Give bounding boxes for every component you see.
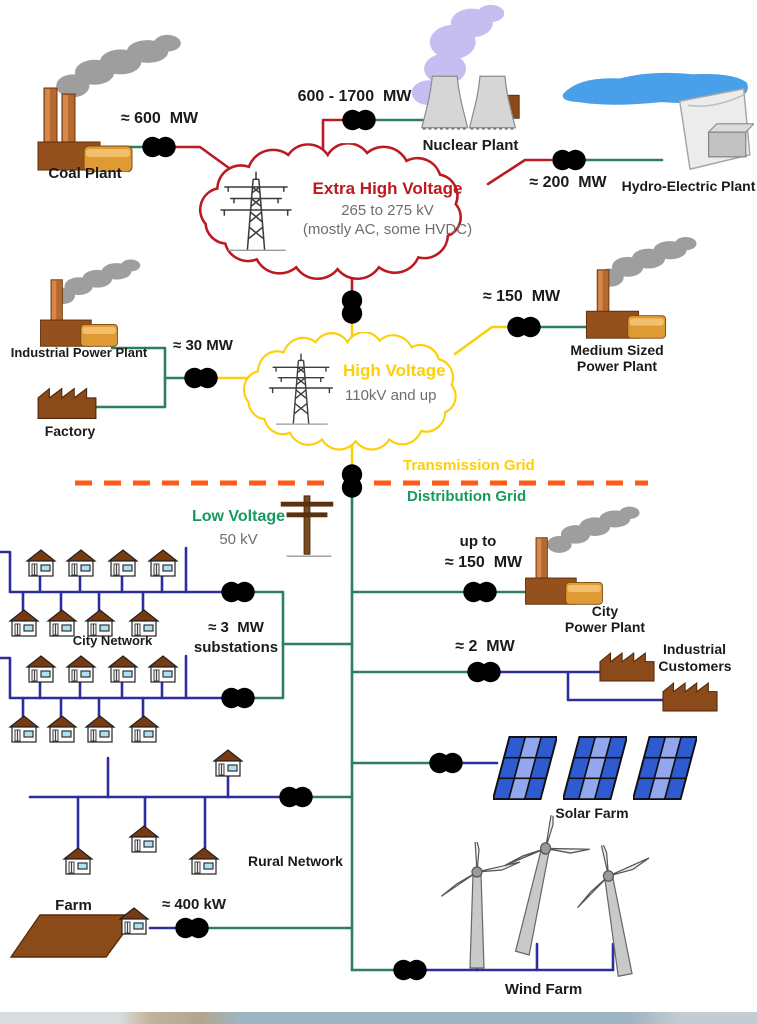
low-voltage-subtitle: 50 kV xyxy=(219,531,258,548)
ehv-cloud-note: (mostly AC, some HVDC) xyxy=(302,221,473,238)
industrial-power-plant-label: Industrial Power Plant xyxy=(10,345,148,360)
utility-pole-icon xyxy=(272,492,342,562)
transformer-medium-plant xyxy=(502,314,546,340)
nuclear-plant-label: Nuclear Plant xyxy=(422,137,519,154)
transformer-ehv-to-hv xyxy=(339,285,365,329)
medium-power-plant-icon xyxy=(580,268,672,340)
hv-transmission-tower-icon xyxy=(262,345,340,431)
transformer-industrial-plant xyxy=(179,365,223,391)
bottom-image-edge xyxy=(0,1012,757,1024)
solar-panel-icon xyxy=(493,734,557,802)
hv-cloud-title: High Voltage xyxy=(343,361,446,380)
green-wires xyxy=(93,118,664,972)
industrial-customer-factory-icon xyxy=(598,650,656,683)
medium-plant-label-1: Medium Sized xyxy=(570,342,664,358)
substations-label: substations xyxy=(193,639,279,656)
nuclear-plant-icon xyxy=(418,70,523,134)
house-icon xyxy=(46,714,78,744)
house-icon xyxy=(65,654,97,684)
transformer-coal xyxy=(137,134,181,160)
medium-plant-label-2: Power Plant xyxy=(576,358,658,374)
hv-cloud-voltage: 110kV and up xyxy=(345,387,437,404)
transformer-city-power-plant xyxy=(458,579,502,605)
industrial-power-plant-icon xyxy=(34,278,124,348)
hydro-plant-power: ≈ 200 MW xyxy=(529,174,607,191)
wind-farm-label: Wind Farm xyxy=(504,981,583,998)
city-power-plant-label-1: City xyxy=(591,603,619,619)
solar-farm-label: Solar Farm xyxy=(555,805,629,821)
transformer-solar-farm xyxy=(424,750,468,776)
house-icon xyxy=(8,608,40,638)
coal-plant-label: Coal Plant xyxy=(48,165,122,182)
substations-power: ≈ 3 MW xyxy=(208,619,264,636)
house-icon xyxy=(128,824,160,854)
hydro-plant-label: Hydro-Electric Plant xyxy=(621,178,756,194)
house-icon xyxy=(147,654,179,684)
house-icon xyxy=(188,846,220,876)
solar-panel-icon xyxy=(633,734,697,802)
house-icon xyxy=(25,548,57,578)
city-network-label: City Network xyxy=(72,633,153,648)
coal-plant-power: ≈ 600 MW xyxy=(120,110,199,127)
transformer-city-substation-1 xyxy=(216,579,260,605)
industrial-customers-label-2: Customers xyxy=(658,658,732,674)
farm-label: Farm xyxy=(55,897,92,914)
farm-power: ≈ 400 kW xyxy=(161,896,227,913)
city-power-plant-upto: up to xyxy=(459,533,497,550)
house-icon xyxy=(107,654,139,684)
transformer-nuclear xyxy=(337,107,381,133)
house-icon xyxy=(128,714,160,744)
transformer-city-substation-2 xyxy=(216,685,260,711)
house-icon xyxy=(147,548,179,578)
factory-icon xyxy=(36,384,98,422)
distribution-grid-label: Distribution Grid xyxy=(407,488,527,505)
blue-lv-wires xyxy=(0,546,667,972)
transmission-grid-label: Transmission Grid xyxy=(403,457,535,474)
transformer-hv-to-distribution xyxy=(339,459,365,503)
transformer-rural-network xyxy=(274,784,318,810)
low-voltage-title: Low Voltage xyxy=(191,508,286,525)
industrial-customer-factory-icon xyxy=(661,680,719,713)
transformer-industrial-customers xyxy=(462,659,506,685)
farm-house-icon xyxy=(118,906,150,936)
wind-turbine-icon xyxy=(568,836,658,972)
city-power-plant-icon xyxy=(518,536,610,606)
transformer-hydro xyxy=(547,147,591,173)
coal-plant-icon xyxy=(36,86,136,172)
house-icon xyxy=(107,548,139,578)
transformer-farm xyxy=(170,915,214,941)
industrial-customers-power: ≈ 2 MW xyxy=(455,638,515,655)
nuclear-plant-power: 600 - 1700 MW xyxy=(297,88,412,105)
house-icon xyxy=(62,846,94,876)
ehv-cloud-voltage: 265 to 275 kV xyxy=(341,202,434,219)
industrial-customers-label-1: Industrial xyxy=(662,641,726,657)
house-icon xyxy=(25,654,57,684)
industrial-plant-power: ≈ 30 MW xyxy=(173,337,233,354)
ehv-cloud-title: Extra High Voltage xyxy=(312,179,463,198)
medium-plant-power: ≈ 150 MW xyxy=(482,288,561,305)
city-power-plant-label-2: Power Plant xyxy=(564,619,646,635)
solar-panel-icon xyxy=(563,734,627,802)
house-icon xyxy=(65,548,97,578)
factory-label: Factory xyxy=(44,423,96,439)
house-icon xyxy=(84,714,116,744)
city-power-plant-power: ≈ 150 MW xyxy=(444,554,523,571)
transformer-wind-farm xyxy=(388,957,432,983)
house-icon xyxy=(212,748,244,778)
rural-network-label: Rural Network xyxy=(248,853,343,869)
house-icon xyxy=(8,714,40,744)
